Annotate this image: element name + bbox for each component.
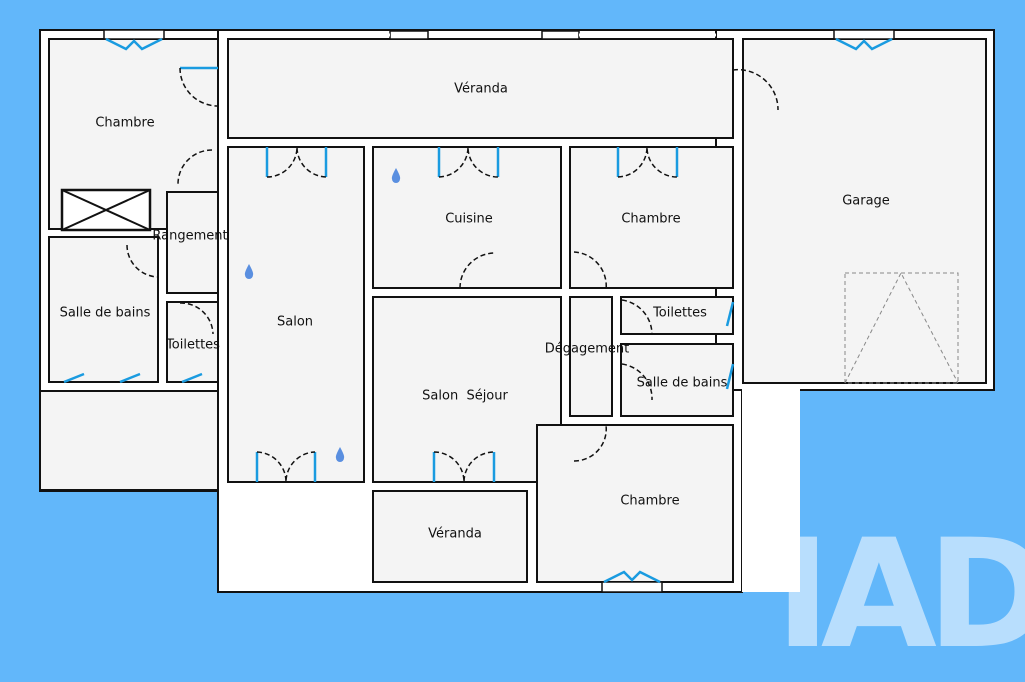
room-degagement (569, 296, 613, 417)
room-salle-de-bains-east (620, 343, 734, 417)
water-drop-icon (335, 447, 345, 462)
label-salon: Salon (277, 315, 313, 330)
label-veranda-north: Véranda (454, 82, 508, 97)
label-salon-sejour: Salon Séjour (422, 389, 508, 404)
label-rangement: Rangement (152, 229, 227, 244)
water-drop-icon (244, 264, 254, 279)
label-salle-de-bains-west: Salle de bains (60, 306, 151, 321)
floor-plan: Chambre Véranda Garage Rangement Salle d… (39, 29, 995, 593)
door-icon (126, 66, 779, 483)
window-icon (103, 29, 895, 593)
room-chambre-center (569, 146, 734, 289)
stair-void-icon (60, 188, 152, 232)
label-salle-de-bains-east: Salle de bains (637, 376, 728, 391)
water-drop-icon (391, 168, 401, 183)
label-toilettes-west: Toilettes (165, 338, 220, 353)
room-salle-de-bains-west (48, 236, 159, 383)
label-chambre-nw: Chambre (95, 116, 154, 131)
label-toilettes-east: Toilettes (652, 306, 707, 321)
garage-door-icon (844, 271, 959, 384)
room-rangement (166, 191, 219, 294)
room-chambre-south (536, 424, 734, 583)
room-toilettes-east (620, 296, 734, 335)
window-leaves (63, 37, 893, 584)
room-annex (39, 390, 219, 491)
label-veranda-south: Véranda (428, 527, 482, 542)
label-degagement: Dégagement (545, 342, 629, 357)
room-toilettes-west (166, 301, 219, 383)
label-chambre-center: Chambre (621, 212, 680, 227)
label-chambre-south: Chambre (620, 494, 679, 509)
label-garage: Garage (842, 194, 890, 209)
room-salon (227, 146, 365, 483)
room-salon-sejour (372, 296, 562, 483)
room-veranda-north (227, 38, 734, 139)
room-garage (742, 38, 987, 384)
room-cuisine (372, 146, 562, 289)
room-veranda-south (372, 490, 528, 583)
iad-logo-watermark: IAD (775, 508, 1025, 682)
label-cuisine: Cuisine (445, 212, 493, 227)
